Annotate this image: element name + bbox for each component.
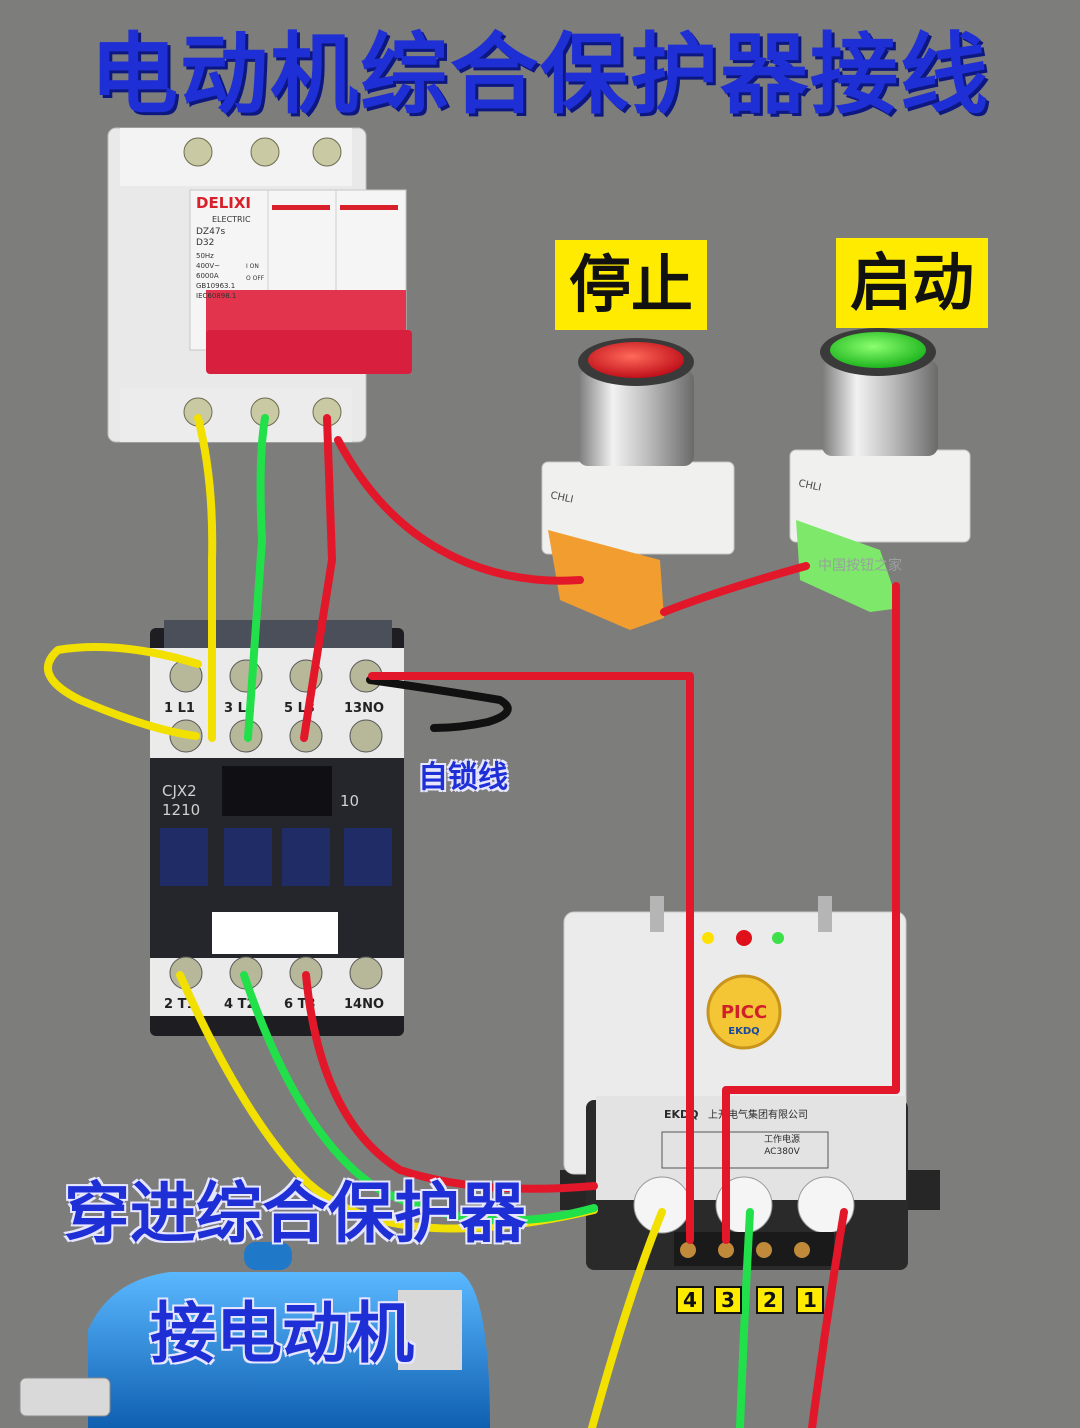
breaker-screw-top-3 [312, 137, 342, 167]
protector-terminal-1: 1 [796, 1286, 824, 1314]
stop-button[interactable]: CHLI [541, 338, 735, 630]
start-button-contact-block [796, 520, 900, 612]
contactor-model: CJX2 [162, 782, 197, 800]
contactor-coil-screw[interactable] [229, 659, 263, 693]
stop-button-brand: CHLI [549, 490, 574, 506]
breaker-rating: D32 [196, 238, 214, 248]
protector-knob-left [650, 896, 664, 932]
stop-button-contact-block [548, 530, 664, 630]
self-lock-label: 自锁线 [418, 760, 508, 795]
protector-terminal-2: 2 [756, 1286, 784, 1314]
contactor-window-4 [344, 828, 392, 886]
breaker-switch-on: I ON [246, 263, 259, 270]
protector-seal [706, 974, 782, 1050]
protector-knob-right [818, 896, 832, 932]
breaker-spec-line: 50Hz [196, 252, 214, 260]
protector-seal-text: PICC [721, 1002, 767, 1023]
button-watermark: 中国按钮之家 [818, 557, 902, 574]
contactor-code: 10 [340, 792, 359, 810]
contactor-top-screw[interactable] [349, 719, 383, 753]
protector-terminal-4: 4 [676, 1286, 704, 1314]
start-button-brand: CHLI [797, 478, 822, 494]
motor-nameplate [398, 1290, 462, 1370]
breaker-model: DZ47s [196, 227, 226, 237]
contactor-window-2 [224, 828, 272, 886]
protector-company: 上开电气集团有限公司 [708, 1108, 808, 1121]
contactor-window-1 [160, 828, 208, 886]
diagram-title: 电动机综合保护器接线 [89, 23, 990, 126]
contactor-bottom-terminal-label: 14NO [344, 997, 384, 1012]
wires [44, 414, 900, 1428]
stop-button-cap [588, 342, 684, 378]
protector-led-green [772, 932, 784, 944]
protector-seal-brand: EKDQ [728, 1026, 759, 1037]
motor-lifting-ring [244, 1242, 292, 1270]
start-button[interactable]: CHLI 中国按钮之家 [789, 328, 971, 612]
breaker-spec-line: IEC60898.1 [196, 292, 236, 300]
contactor-bottom-terminal-label: 4 T2 [224, 997, 255, 1012]
breaker-spec-line: 6000A [196, 272, 219, 280]
breaker-spec-line: 400V~ [196, 262, 220, 270]
contactor-window-3 [282, 828, 330, 886]
to-motor-label: 接电动机 [150, 1295, 414, 1372]
start-button-cap [830, 332, 926, 368]
breaker-brand: DELIXI [196, 194, 251, 212]
protector-led-red [736, 930, 752, 946]
motor-protector: PICC EKDQ EKDQ 上开电气集团有限公司 工作电源 AC380V [560, 896, 940, 1270]
protector-voltage: AC380V [764, 1147, 800, 1157]
breaker-switch-off: O OFF [246, 275, 265, 282]
electric-motor [19, 1242, 490, 1428]
contactor-bottom-screw[interactable] [349, 956, 383, 990]
motor-shaft [19, 1377, 111, 1417]
breaker-handle [206, 330, 412, 374]
breaker-spec-line: GB10963.1 [196, 282, 235, 290]
protector-led-yellow [702, 932, 714, 944]
stop-label: 停止 [555, 240, 707, 330]
contactor-top-terminal-label: 13NO [344, 701, 384, 716]
contactor-top-terminal-label: 1 L1 [164, 701, 195, 716]
protector-terminal-3: 3 [714, 1286, 742, 1314]
breaker-screw-top-1 [183, 137, 213, 167]
contactor-number: 1210 [162, 801, 200, 819]
protector-power-label: 工作电源 [764, 1133, 800, 1145]
breaker-brand-sub: ELECTRIC [212, 215, 251, 224]
breaker-screw-top-2 [250, 137, 280, 167]
pass-through-label: 穿进综合保护器 [64, 1175, 526, 1252]
circuit-breaker: DELIXI ELECTRIC DZ47s D32 50Hz 400V~ 6000A… [107, 127, 412, 443]
start-label: 启动 [836, 238, 988, 328]
